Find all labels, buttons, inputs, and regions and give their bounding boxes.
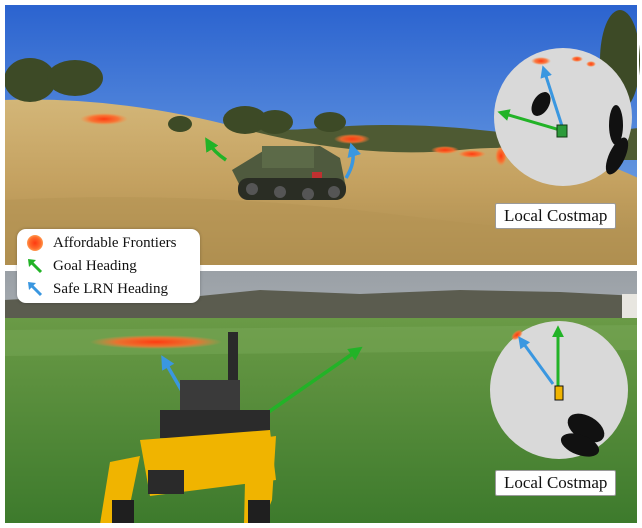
goal-heading-arrow [259,346,363,420]
costmap-label-top: Local Costmap [495,203,617,229]
frontier-marker [80,113,128,125]
legend-label: Safe LRN Heading [53,280,168,297]
legend-label: Affordable Frontiers [53,234,177,251]
costmap-bottom [490,321,628,459]
top-panel [4,4,640,266]
legend-label: Goal Heading [53,257,137,274]
costmap-label-bottom: Local Costmap [495,470,617,496]
goal-heading-arrow [205,137,227,162]
green-arrow-icon [28,259,43,274]
frontier-marker [431,146,459,154]
legend-item-safe-heading: Safe LRN Heading [25,278,168,300]
frontier-dot-icon [27,235,43,251]
frontier-marker [334,134,370,144]
quadruped-robot [100,332,276,524]
blue-arrow-icon [28,282,43,297]
costmap-top [494,48,632,186]
tracked-robot [232,146,346,200]
frontier-marker [90,335,222,349]
frontier-marker [458,150,486,158]
legend-item-goal-heading: Goal Heading [25,255,137,277]
legend-item-frontiers: Affordable Frontiers [25,232,176,254]
legend: Affordable Frontiers Goal Heading Safe L… [17,229,200,303]
safe-heading-arrow [344,142,362,179]
